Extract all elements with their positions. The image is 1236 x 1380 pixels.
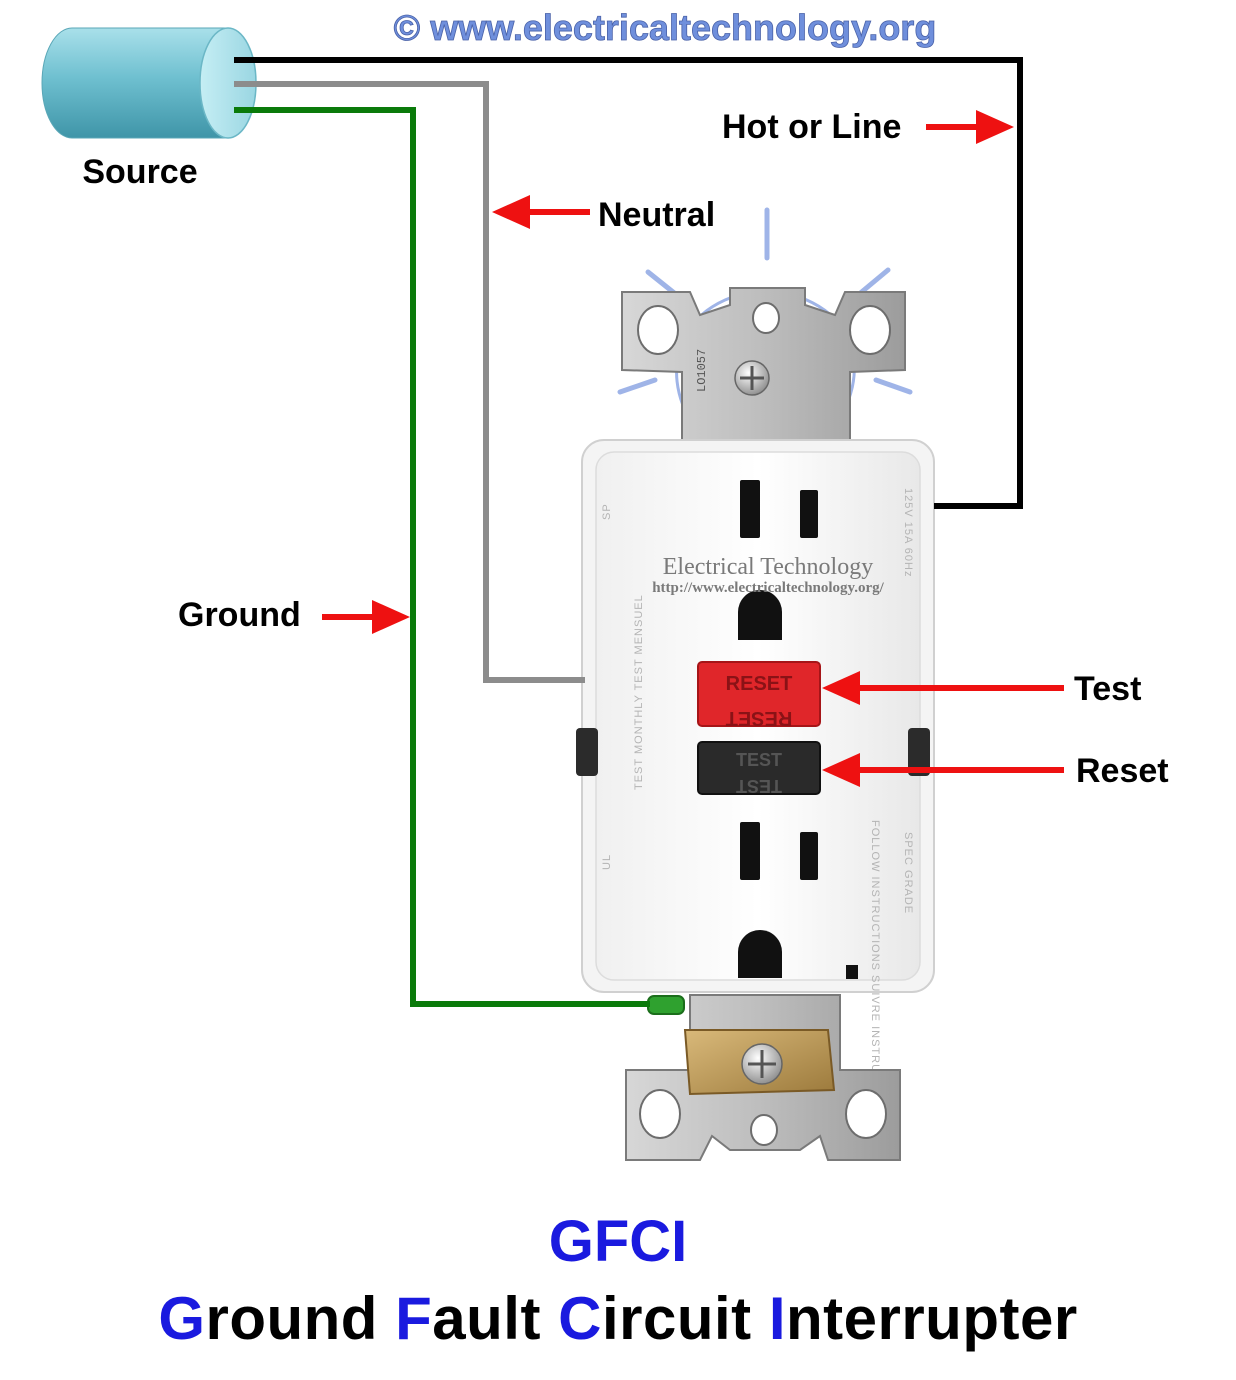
title-word-interrupter: nterrupter	[785, 1285, 1078, 1352]
lower-ground-hole	[738, 930, 782, 978]
test-arrow-icon	[822, 671, 1064, 705]
reset-button-text: RESET	[726, 673, 793, 695]
title-letter-f: F	[395, 1285, 433, 1352]
reset-arrow-icon	[822, 753, 1064, 787]
source-cylinder-icon	[41, 27, 257, 139]
csa-mark: SP	[601, 503, 613, 520]
hot-arrow-icon	[926, 110, 1014, 144]
title-word-ground: round	[205, 1285, 396, 1352]
rating-text: 125V 15A 60Hz	[902, 488, 914, 577]
ground-label: Ground	[178, 596, 301, 634]
green-ground-terminal	[647, 995, 685, 1015]
side-clip-right	[908, 728, 930, 776]
watermark-top: © www.electricaltechnology.org	[394, 7, 937, 48]
follow-instructions-text: FOLLOW INSTRUCTIONS SUIVRE INSTRUCTIONS	[869, 820, 881, 1121]
test-button-black[interactable]: TEST TEST	[697, 741, 821, 796]
upper-hot-slot	[800, 490, 818, 538]
top-mounting-strap: LO1057	[621, 287, 906, 441]
lower-hot-slot	[800, 832, 818, 880]
title-word-fault: ault	[432, 1285, 559, 1352]
title-word-circuit: ircuit	[601, 1285, 769, 1352]
ground-arrow-icon	[322, 600, 410, 634]
test-button-text: TEST	[736, 750, 782, 770]
gfci-receptacle: TEST MONTHLY TEST MENSUEL FOLLOW INSTRUC…	[576, 439, 935, 1121]
gfci-subtitle: Ground Fault Circuit Interrupter	[0, 1284, 1236, 1353]
neutral-label: Neutral	[598, 196, 715, 234]
neutral-arrow-icon	[492, 195, 590, 229]
reset-button-red[interactable]: RESET RESET	[697, 661, 821, 729]
upper-ground-hole	[738, 590, 782, 640]
grade-text: SPEC GRADE	[902, 832, 914, 914]
ground-wire	[234, 107, 650, 1007]
logo-url-text: http://www.electricaltechnology.org/	[652, 580, 884, 596]
bottom-mounting-strap	[625, 994, 901, 1161]
ul-mark: UL	[601, 854, 613, 870]
hot-wire	[234, 57, 1023, 509]
test-button-text-mirror: TEST	[736, 776, 782, 796]
title-letter-g: G	[158, 1285, 206, 1352]
test-monthly-text: TEST MONTHLY TEST MENSUEL	[633, 594, 645, 790]
test-label: Test	[1074, 670, 1141, 708]
logo-name-text: Electrical Technology	[663, 554, 873, 580]
source-label: Source	[82, 153, 197, 191]
gfci-title: GFCI	[548, 1209, 688, 1274]
reset-button-text-mirror: RESET	[726, 707, 793, 729]
neutral-wire	[234, 81, 585, 683]
reset-label: Reset	[1076, 752, 1169, 790]
title-letter-c: C	[558, 1285, 602, 1352]
strap-code: LO1057	[695, 349, 709, 392]
side-clip-left	[576, 728, 598, 776]
hot-label: Hot or Line	[722, 108, 901, 146]
title-letter-i: I	[768, 1285, 786, 1352]
upper-neutral-slot	[740, 480, 760, 538]
lower-neutral-slot	[740, 822, 760, 880]
